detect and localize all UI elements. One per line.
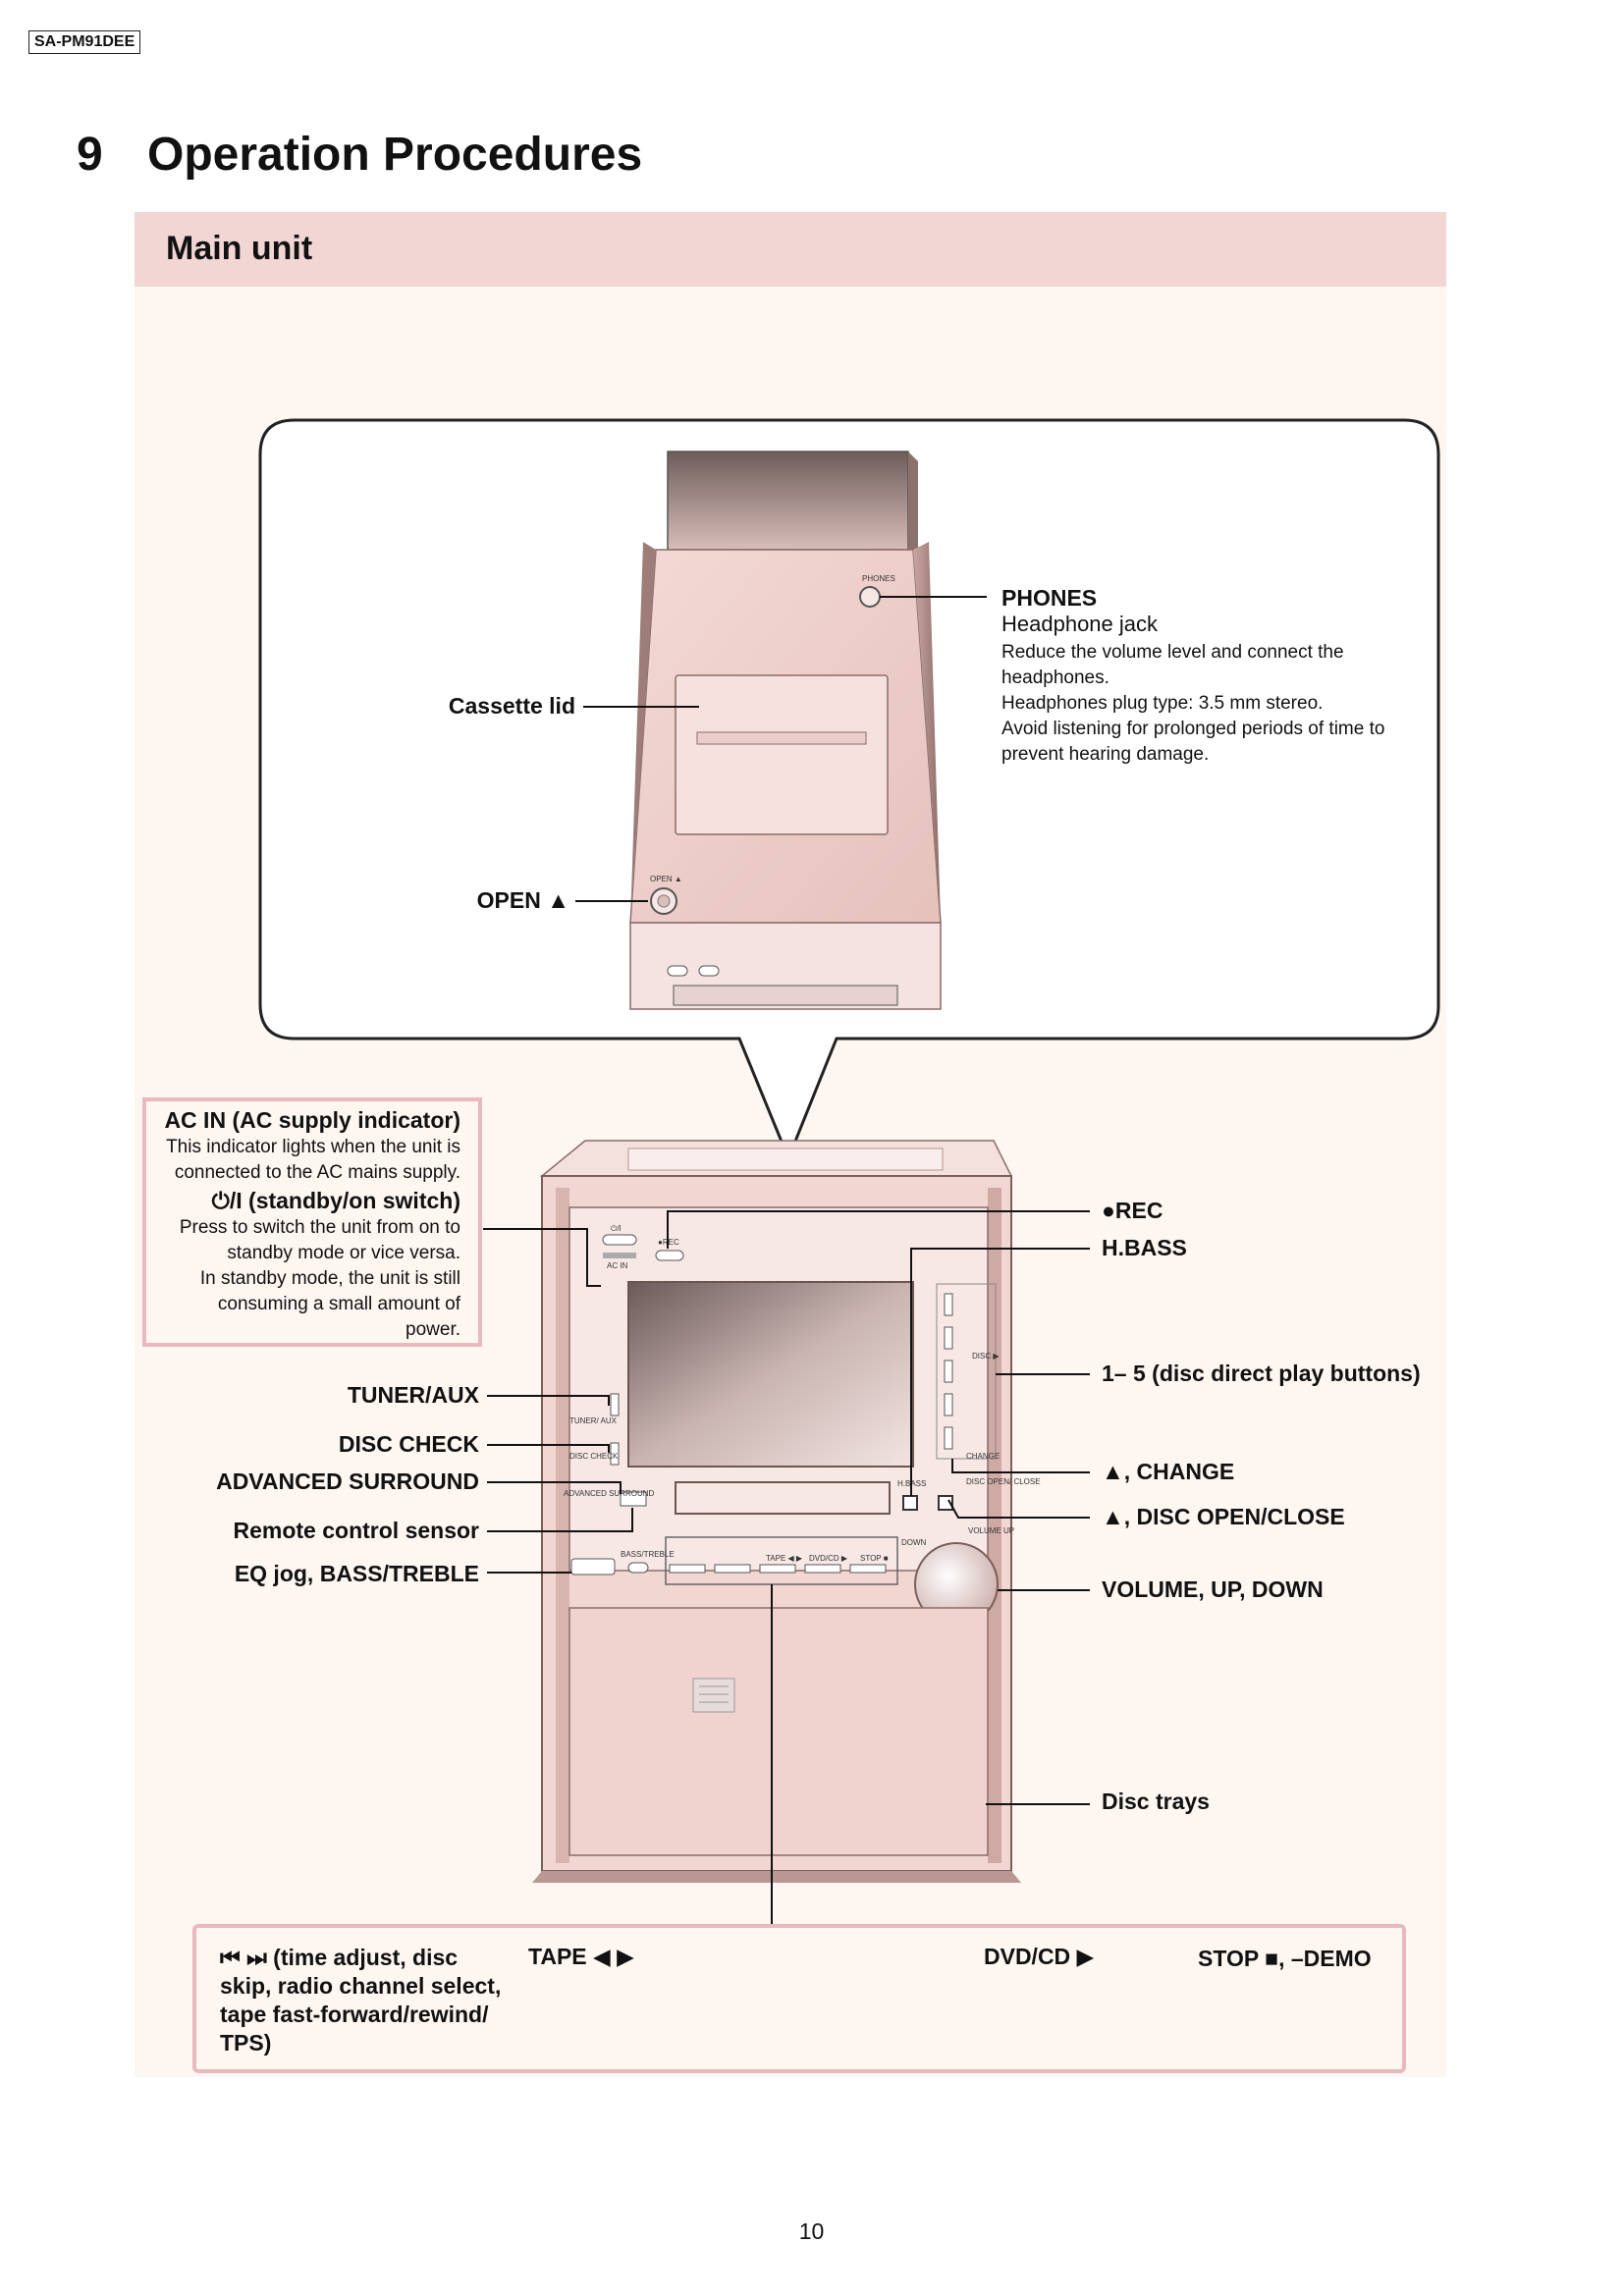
cassette-slot (697, 732, 866, 744)
phones-desc-line: headphones. (1001, 666, 1434, 691)
phones-desc-line: Headphones plug type: 3.5 mm stereo. (1001, 691, 1434, 717)
standby-title: ⏻/I (standby/on switch) (156, 1186, 460, 1215)
device-advsurround-label: ADVANCED SURROUND (564, 1489, 655, 1498)
ac-in-desc: connected to the AC mains supply. (156, 1160, 460, 1186)
change-label: ▲, CHANGE (1102, 1459, 1234, 1485)
top-unit-lid-side (908, 452, 918, 560)
stop-demo-label: STOP ■, –DEMO (1198, 1946, 1372, 1972)
skip-description: ⏮ ⏭ (time adjust, disc skip, radio chann… (220, 1944, 501, 2057)
skip-line: tape fast-forward/rewind/ (220, 2001, 501, 2029)
skip-line: skip, radio channel select, (220, 1972, 501, 2001)
disc-open-close-label: ▲, DISC OPEN/CLOSE (1102, 1504, 1345, 1530)
device-change-label: CHANGE (966, 1452, 1000, 1461)
device-volume-label: VOLUME UP (968, 1526, 1014, 1535)
eq-jog-label: EQ jog, BASS/TREBLE (147, 1561, 479, 1587)
device-tape-label: TAPE ◀ ▶ (766, 1554, 803, 1563)
cassette-lid-shape (676, 675, 888, 834)
device-down-label: DOWN (901, 1538, 927, 1547)
device-phones-label: PHONES (862, 574, 895, 583)
skip-line: TPS) (220, 2029, 501, 2057)
disc-trays-label: Disc trays (1102, 1789, 1210, 1815)
standby-desc: standby mode or vice versa. (156, 1241, 460, 1266)
disc-check-label: DISC CHECK (147, 1431, 479, 1458)
device-tuner-label: TUNER/ AUX (569, 1416, 618, 1425)
top-unit-lid (668, 452, 908, 550)
advanced-surround-label: ADVANCED SURROUND (147, 1468, 479, 1495)
device-stop-label: STOP ■ (860, 1554, 889, 1563)
phones-description: Reduce the volume level and connect the … (1001, 640, 1434, 768)
ac-in-box: AC IN (AC supply indicator) This indicat… (142, 1097, 482, 1347)
device-acin-label: AC IN (607, 1261, 628, 1270)
page-number: 10 (0, 2218, 1623, 2245)
phones-jack-icon (860, 587, 880, 607)
disc-direct-label: 1– 5 (disc direct play buttons) (1102, 1361, 1421, 1387)
dvd-cd-label: DVD/CD ▶ (984, 1944, 1094, 1970)
tape-label: TAPE ◀ ▶ (528, 1944, 634, 1970)
device-disccheck-label: DISC CHECK (569, 1452, 619, 1461)
open-label: OPEN ▲ (393, 887, 569, 914)
device-standby-label: ⏻/I (611, 1224, 622, 1233)
device-dvd-label: DVD/CD ▶ (809, 1554, 848, 1563)
main-unit-lower (569, 1608, 988, 1855)
standby-desc: Press to switch the unit from on to (156, 1215, 460, 1241)
phones-subtitle: Headphone jack (1001, 612, 1158, 637)
skip-line: ⏮ ⏭ (time adjust, disc (220, 1944, 501, 1972)
main-display (628, 1282, 913, 1467)
device-disc-label: DISC ▶ (972, 1352, 1000, 1361)
ac-in-title: AC IN (AC supply indicator) (156, 1105, 460, 1135)
phones-desc-line: Avoid listening for prolonged periods of… (1001, 717, 1434, 742)
standby-desc: consuming a small amount of (156, 1292, 460, 1317)
standby-desc: power. (156, 1317, 460, 1343)
ac-in-desc: This indicator lights when the unit is (156, 1135, 460, 1160)
phones-desc-line: prevent hearing damage. (1001, 742, 1434, 768)
top-unit-display (674, 986, 897, 1005)
tuner-aux-label: TUNER/AUX (147, 1382, 479, 1409)
disc-tray-slot (676, 1482, 890, 1514)
cassette-lid-label: Cassette lid (373, 693, 575, 720)
hbass-label: H.BASS (1102, 1235, 1187, 1261)
rec-label: ●REC (1102, 1198, 1163, 1224)
phones-desc-line: Reduce the volume level and connect the (1001, 640, 1434, 666)
phones-title: PHONES (1001, 585, 1097, 612)
remote-sensor-label: Remote control sensor (147, 1518, 479, 1544)
device-open-label: OPEN ▲ (650, 875, 682, 883)
standby-desc: In standby mode, the unit is still (156, 1266, 460, 1292)
device-basstreble-label: BASS/TREBLE (621, 1550, 675, 1559)
transport-buttons (670, 1565, 886, 1573)
volume-label: VOLUME, UP, DOWN (1102, 1576, 1324, 1603)
device-discopen-label: DISC OPEN/ CLOSE (966, 1477, 1041, 1486)
